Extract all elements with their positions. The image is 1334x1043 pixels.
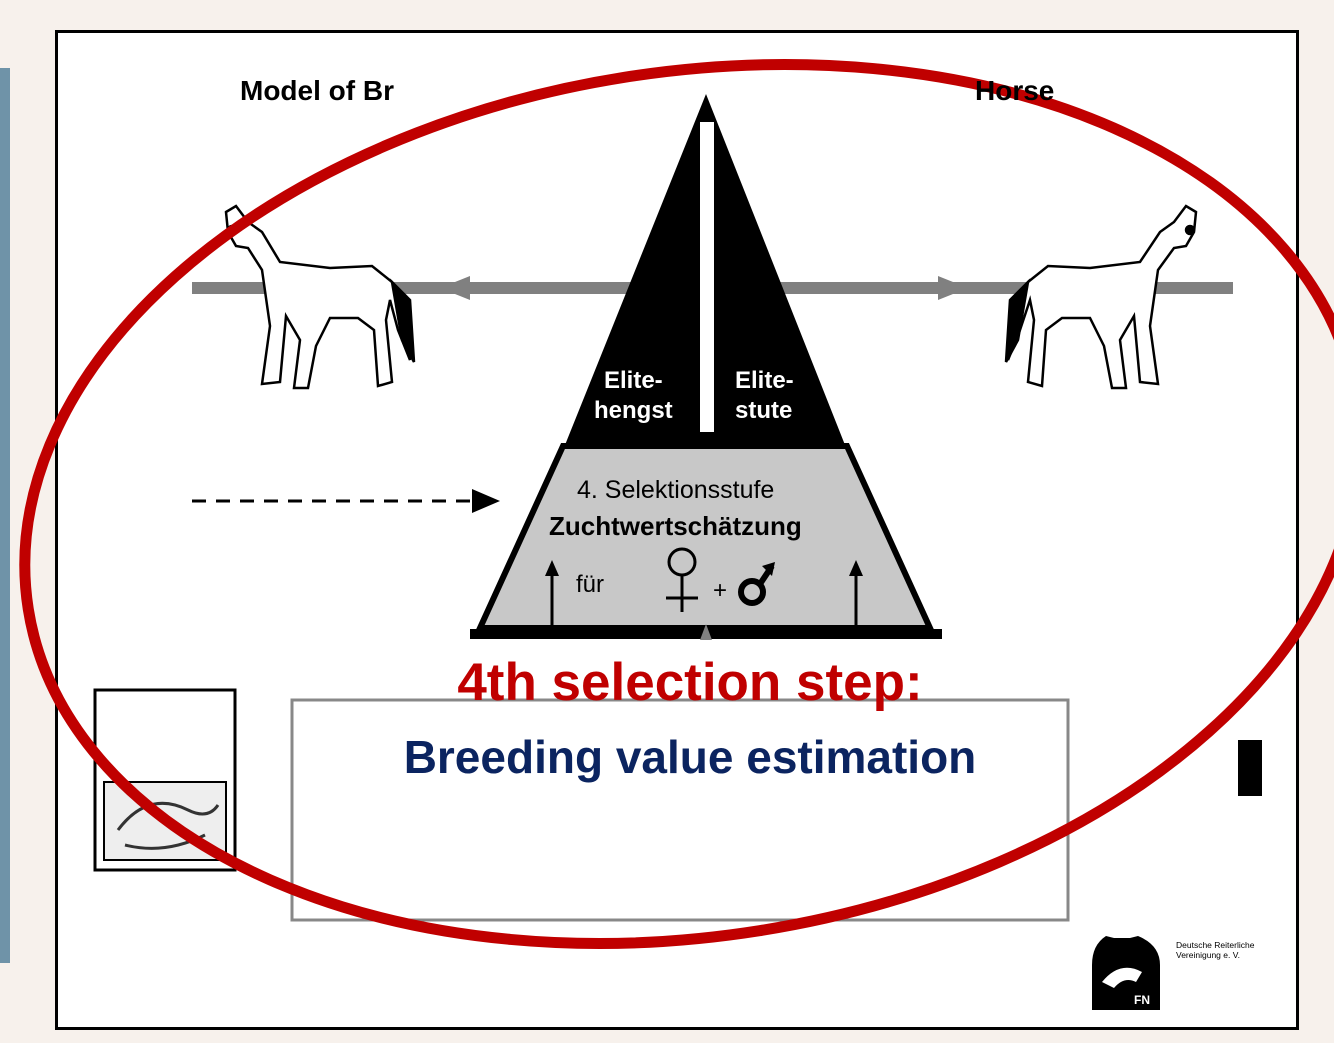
elite-mare-label-1: Elite- [735,367,794,394]
diagram-title-right: Horse [975,75,1055,106]
plus-label: + [713,577,728,604]
left-horse-icon [224,204,416,390]
side-accent-bar [0,68,10,963]
pyramid-divider [700,122,714,432]
caption-heading: 4th selection step: [457,653,923,712]
elite-stallion-label-2: hengst [594,397,673,424]
elite-mare-label-2: stute [735,397,793,424]
male-symbol-icon [738,562,775,606]
selection-stage-label: 4. Selektionsstufe [577,476,775,504]
caption-subheading: Breeding value estimation [403,731,977,783]
lower-box [290,698,1070,922]
fn-logo-letters: FN [1134,993,1150,1007]
organization-name: Deutsche Reiterliche Vereinigung e. V. [1176,940,1255,960]
for-label: für [576,571,605,598]
right-panel-edge [1238,740,1262,796]
female-symbol-icon [666,547,698,612]
right-horse-icon [1004,204,1198,390]
breeding-value-label: Zuchtwertschätzung [549,511,802,541]
selection-stage-band [475,443,935,631]
diagram-title-left: Model of Br [240,75,394,106]
fn-logo-icon: FN [1092,936,1160,1010]
elite-stallion-label-1: Elite- [604,367,663,394]
